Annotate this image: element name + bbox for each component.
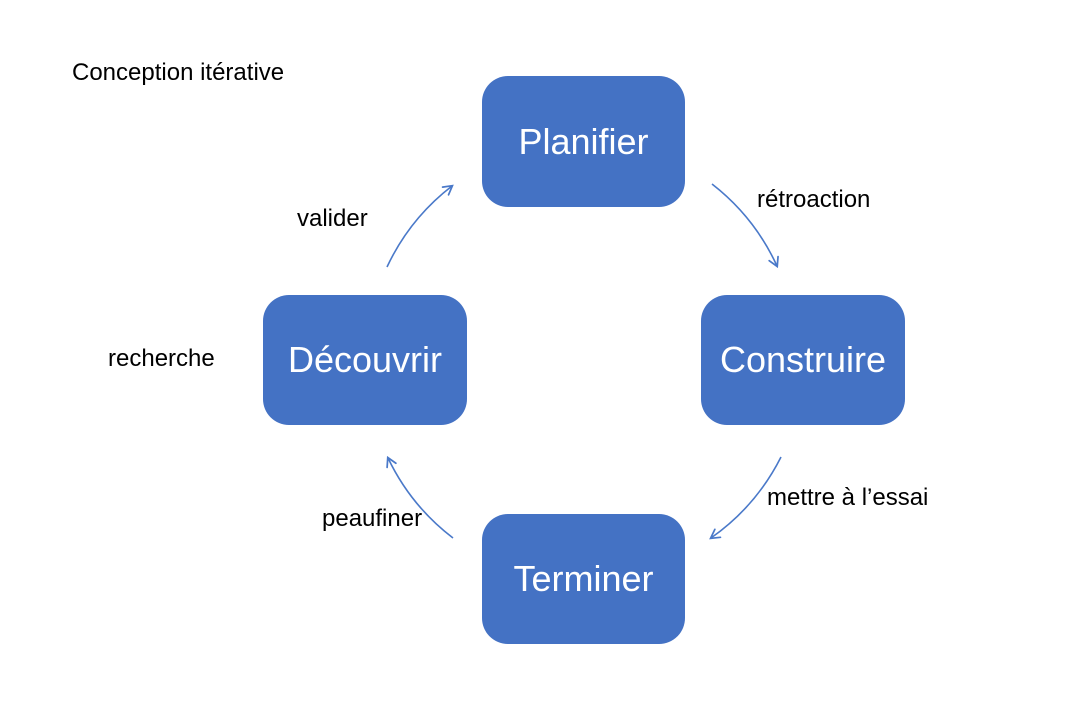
node-planifier: Planifier	[482, 76, 685, 207]
node-terminer: Terminer	[482, 514, 685, 644]
edge-label-planifier-construire: rétroaction	[757, 186, 871, 213]
annotation-recherche: recherche	[108, 345, 215, 372]
node-decouvrir: Découvrir	[263, 295, 467, 425]
edge-label-construire-terminer: mettre à l’essai	[767, 484, 929, 511]
arrow-construire-to-terminer	[711, 456, 782, 538]
node-construire: Construire	[701, 295, 905, 425]
arrow-planifier-to-construire	[711, 183, 777, 266]
arrow-terminer-to-decouvrir	[388, 458, 454, 539]
edge-label-terminer-decouvrir: peaufiner	[322, 505, 423, 532]
edge-label-decouvrir-planifier: valider	[297, 205, 368, 232]
diagram-title: Conception itérative	[72, 59, 285, 86]
arrow-decouvrir-to-planifier	[386, 186, 452, 268]
